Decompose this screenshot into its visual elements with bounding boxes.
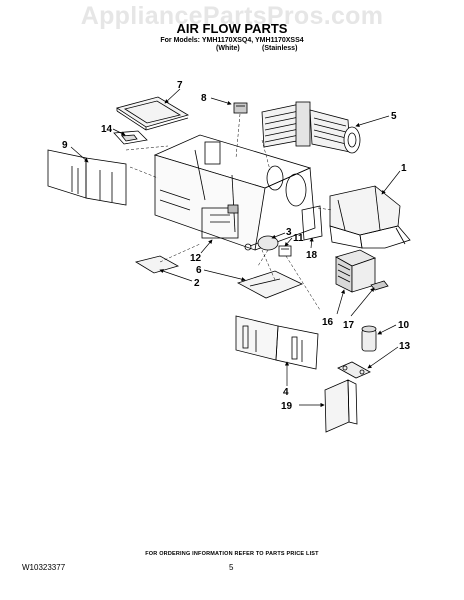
part-1-air-duct[interactable] (329, 185, 411, 249)
callout-2: 2 (194, 278, 200, 289)
callout-9: 9 (62, 140, 68, 151)
callout-16: 16 (322, 317, 334, 328)
part-4-duct-panel[interactable] (235, 315, 319, 370)
callout-3: 3 (286, 227, 292, 238)
variant-white: (White) (216, 45, 240, 52)
part-9-side-duct[interactable] (47, 149, 127, 206)
callout-10: 10 (398, 320, 410, 331)
callout-12: 12 (190, 253, 202, 264)
part-19-plate[interactable] (301, 205, 323, 241)
callout-5: 5 (391, 111, 397, 122)
callout-13: 13 (399, 341, 411, 352)
callout-6: 6 (196, 265, 202, 276)
ordering-note: FOR ORDERING INFORMATION REFER TO PARTS … (145, 551, 319, 557)
page-number: 5 (229, 563, 234, 572)
variant-stainless: (Stainless) (262, 45, 298, 52)
callout-11: 11 (293, 233, 304, 244)
callout-14: 14 (101, 124, 113, 135)
page-title: AIR FLOW PARTS (176, 21, 288, 36)
part-5-blower-motor[interactable] (261, 101, 361, 154)
part-18-vent[interactable] (324, 379, 358, 433)
part-11-bracket[interactable] (278, 245, 292, 257)
main-chassis[interactable] (153, 134, 316, 251)
callout-4: 4 (283, 387, 289, 398)
callout-17: 17 (343, 320, 355, 331)
document-code: W10323377 (22, 563, 66, 572)
callout-18: 19 (281, 401, 293, 412)
part-16-transformer[interactable] (334, 249, 376, 293)
part-13-bracket[interactable] (337, 361, 371, 379)
part-10-capacitor[interactable] (361, 325, 377, 352)
part-8-connector[interactable] (233, 102, 248, 114)
part-6-base-plate[interactable] (236, 270, 304, 299)
callout-1: 1 (401, 163, 407, 174)
callout-19: 18 (306, 250, 318, 261)
callout-7: 7 (177, 80, 183, 91)
callout-8: 8 (201, 93, 207, 104)
part-12-plate[interactable] (134, 255, 180, 274)
model-list: For Models: YMH1170XSQ4, YMH1170XSS4 (160, 37, 304, 44)
part-14-bracket[interactable] (113, 130, 148, 145)
watermark-logo: AppliancePartsPros.com (80, 2, 384, 30)
part-7-filter-panel[interactable] (116, 96, 189, 131)
